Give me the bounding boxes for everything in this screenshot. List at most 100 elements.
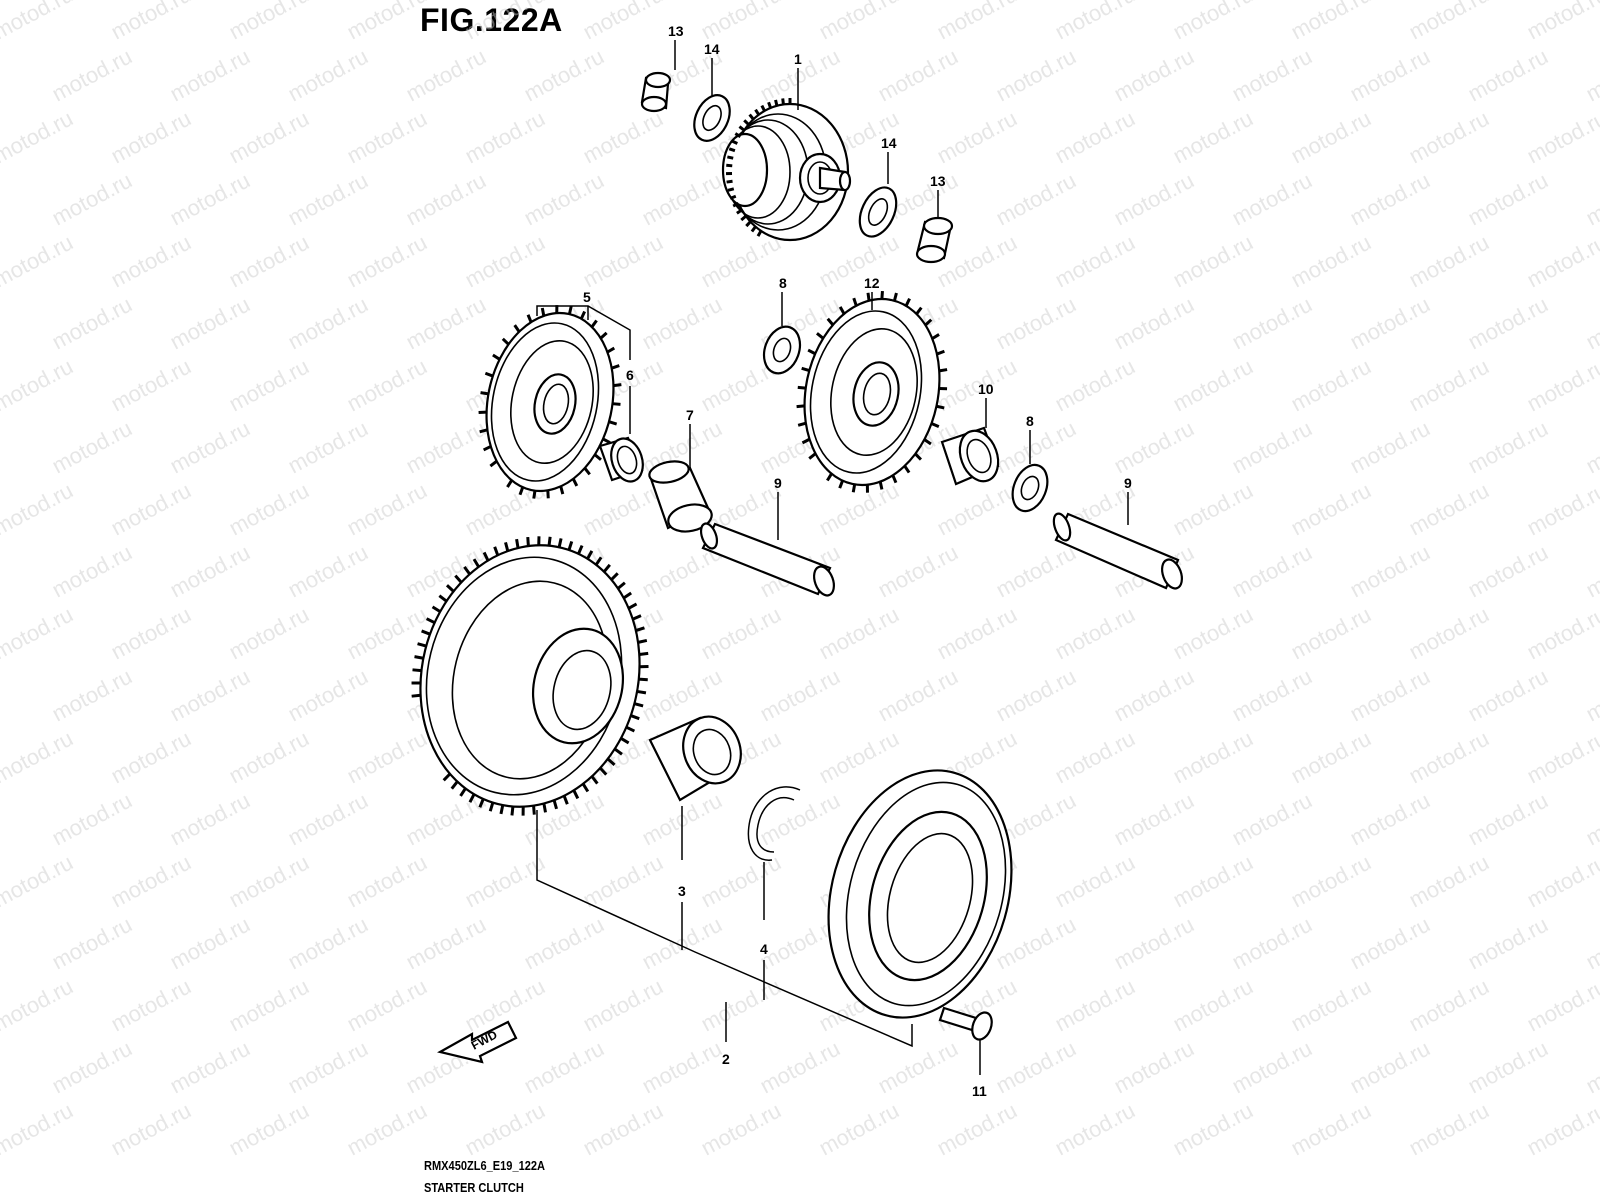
part-13-bushing-upper[interactable] <box>640 71 672 113</box>
watermark-text: motod.ru <box>107 478 195 541</box>
watermark-text: motod.ru <box>1287 726 1375 789</box>
watermark-text: motod.ru <box>0 0 77 44</box>
gear-tooth <box>540 307 546 317</box>
watermark-text: motod.ru <box>48 44 136 107</box>
part-14-thrust-washer-upper[interactable] <box>687 89 736 146</box>
watermark-text: motod.ru <box>1405 1098 1493 1161</box>
watermark-text: motod.ru <box>756 664 844 727</box>
watermark-text: motod.ru <box>1169 354 1257 417</box>
one-way-clutch-body[interactable] <box>801 749 1040 1040</box>
watermark-text: motod.ru <box>1110 664 1198 727</box>
gear-tooth <box>562 795 569 805</box>
callout-14-right: 14 <box>881 135 897 151</box>
gear-tooth <box>760 104 766 112</box>
watermark-text: motod.ru <box>1582 44 1600 107</box>
watermark-text: motod.ru <box>1110 44 1198 107</box>
watermark-text: motod.ru <box>48 912 136 975</box>
watermark-text: motod.ru <box>1582 1036 1600 1099</box>
gear-tooth <box>807 348 816 356</box>
watermark-text: motod.ru <box>166 292 254 355</box>
part-6-needle-bearing-small[interactable] <box>598 434 648 485</box>
callout-12: 12 <box>864 275 880 291</box>
watermark-text: motod.ru <box>0 602 77 665</box>
watermark-text: motod.ru <box>284 540 372 603</box>
gear-tooth <box>557 538 563 548</box>
part-9-shaft-left[interactable] <box>698 521 838 598</box>
watermark-text: motod.ru <box>1523 478 1600 541</box>
watermark-text: motod.ru <box>48 1036 136 1099</box>
model-code: RMX450ZL6_E19_122A <box>424 1158 546 1173</box>
watermark-text: motod.ru <box>343 602 431 665</box>
part-9-shaft-right[interactable] <box>1051 511 1186 591</box>
gear-tooth <box>745 220 752 228</box>
gear-tooth <box>796 404 805 409</box>
part-12-idle-gear-no1[interactable] <box>788 286 956 497</box>
watermark-text: motod.ru <box>1169 1098 1257 1161</box>
watermark-text: motod.ru <box>48 664 136 727</box>
part-14-thrust-washer-lower[interactable] <box>853 182 904 243</box>
gear-tooth <box>815 332 825 340</box>
starter-driven-gear[interactable] <box>393 522 666 830</box>
gear-tooth <box>478 798 485 808</box>
gear-tooth <box>599 767 608 776</box>
gear-tooth <box>445 584 455 593</box>
watermark-text: motod.ru <box>343 230 431 293</box>
watermark-text: motod.ru <box>1346 664 1434 727</box>
part-8-washer-upper[interactable] <box>758 322 806 379</box>
gear-tooth <box>622 591 633 600</box>
watermark-text: motod.ru <box>1287 106 1375 169</box>
watermark-text: motod.ru <box>166 416 254 479</box>
gear-tooth <box>630 714 640 721</box>
part-8-washer-lower[interactable] <box>1006 460 1054 516</box>
section-name: STARTER CLUTCH <box>424 1180 524 1195</box>
part-1-idle-gear-assembly[interactable] <box>721 102 852 242</box>
watermark-text: motod.ru <box>225 478 313 541</box>
watermark-text: motod.ru <box>1523 974 1600 1037</box>
watermark-text: motod.ru <box>1051 106 1139 169</box>
gear-tooth <box>602 563 611 573</box>
watermark-text: motod.ru <box>1169 0 1257 44</box>
part-3-needle-bearing[interactable] <box>648 708 750 802</box>
callout-1: 1 <box>794 51 802 67</box>
watermark-text: motod.ru <box>1228 292 1316 355</box>
gear-tooth <box>826 472 833 482</box>
watermark-text: motod.ru <box>992 664 1080 727</box>
watermark-text: motod.ru <box>1228 44 1316 107</box>
watermark-text: motod.ru <box>1405 354 1493 417</box>
part-5-idle-gear-no2[interactable] <box>471 301 630 503</box>
watermark-text: motod.ru <box>1287 354 1375 417</box>
gear-tooth <box>756 230 763 237</box>
watermark-text: motod.ru <box>1051 230 1139 293</box>
watermark-text: motod.ru <box>1523 726 1600 789</box>
gear-tooth <box>479 428 488 434</box>
watermark-text: motod.ru <box>225 354 313 417</box>
gear-tooth <box>732 201 740 208</box>
gear-tooth <box>638 677 648 682</box>
watermark-text: motod.ru <box>1169 106 1257 169</box>
watermark-text: motod.ru <box>1228 416 1316 479</box>
part-11-bolt[interactable] <box>938 1006 995 1042</box>
gear-tooth <box>515 538 520 549</box>
gear-tooth <box>542 803 547 813</box>
gear-12-teeth <box>796 290 948 493</box>
part-13-bushing-lower[interactable] <box>915 216 954 264</box>
part-4-circlip[interactable] <box>747 786 801 861</box>
gear-tooth <box>731 139 738 145</box>
gear-tooth <box>930 422 940 428</box>
callout-3: 3 <box>678 883 686 899</box>
gear-tooth <box>727 155 734 160</box>
part-10-needle-bearing[interactable] <box>940 425 1005 486</box>
watermark-text: motod.ru <box>1405 0 1493 44</box>
watermark-text: motod.ru <box>1464 292 1552 355</box>
watermark-text: motod.ru <box>402 912 490 975</box>
callout-9-right: 9 <box>1124 475 1132 491</box>
gear-tooth <box>572 789 580 800</box>
part-7-bushing[interactable] <box>647 458 714 535</box>
gear-tooth <box>431 605 441 613</box>
watermark-text: motod.ru <box>225 230 313 293</box>
watermark-text: motod.ru <box>343 106 431 169</box>
watermark-text: motod.ru <box>1582 664 1600 727</box>
callout-6: 6 <box>626 367 634 383</box>
